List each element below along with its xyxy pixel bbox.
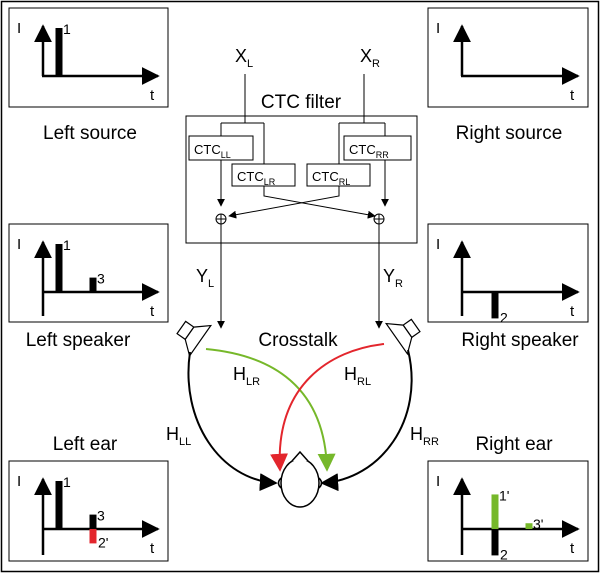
path-hrl-red [270,343,385,472]
plot-left-ear: It 1 3 2' [8,460,169,562]
impulse-label: 2' [98,534,108,550]
y-axis-label: I [17,20,21,37]
impulse-bar [491,292,499,319]
label-crosstalk: Crosstalk [258,330,338,351]
y-axis-label: I [436,20,440,37]
impulse-label: 3 [97,271,105,287]
impulse-bar [55,244,63,292]
label-right-ear: Right ear [475,434,553,455]
listener-head-icon [277,450,323,508]
y-axis-label: I [17,236,21,253]
impulse-label: 2 [500,309,508,325]
path-hrr-label: HRR [410,424,439,448]
impulse-label: 2 [500,546,508,562]
impulse-label: 3 [97,508,105,524]
x-axis-label: t [570,87,575,104]
impulse-label: 1 [63,21,71,37]
plot-frame [8,223,169,323]
filter-ctc-ll-label: CTCLL [194,142,231,160]
impulse-label: 1' [499,487,509,503]
y-axis-label: I [436,236,440,253]
impulse-label: 1 [63,474,71,490]
impulse-bar [89,277,97,292]
label-left-speaker: Left speaker [26,330,131,351]
plot-frame [427,7,589,108]
impulse-bar [491,494,499,529]
x-axis-label: t [150,540,155,557]
filter-ctc-rl [306,163,371,187]
filter-ctc-lr-label: CTCLR [237,169,276,187]
ctc-wiring [215,74,389,329]
label-left-source: Left source [43,123,137,144]
path-hll [187,351,278,492]
impulse-bar [491,529,499,556]
impulse-bar [89,529,97,544]
plot-right-speaker: It 2 [427,223,589,325]
filter-ctc-rr [343,135,412,161]
label-left-ear: Left ear [53,434,118,455]
plot-frame [8,460,169,562]
filter-ctc-ll [188,135,254,161]
x-axis-label: t [570,540,575,557]
x-axis-label: t [570,303,575,320]
path-hll-label: HLL [166,424,191,448]
plot-frame [427,460,589,562]
plot-right-source: It [427,7,589,108]
signal-xr: XR [360,46,380,70]
signal-yr: YR [383,266,403,290]
impulse-bar [525,523,533,529]
plot-frame [427,223,589,323]
impulse-label: 3' [533,516,543,532]
path-hlr-label: HLR [233,364,260,388]
plot-left-speaker: It 1 3 [8,223,169,323]
right-speaker-icon [384,318,421,356]
impulse-bar [55,481,63,529]
path-hrr [320,349,413,492]
plot-right-ear: It 1' 2 3' [427,460,589,562]
impulse-bar [89,514,97,529]
impulse-bar [55,28,63,76]
ctc-filter-box [185,115,418,244]
impulse-label: 1 [63,237,71,253]
path-hlr-green [205,348,336,472]
signal-xl: XL [235,46,253,70]
left-speaker-icon [176,320,213,358]
ctc-filter-title: CTC filter [261,92,342,113]
label-right-source: Right source [456,123,563,144]
y-axis-label: I [17,473,21,490]
x-axis-label: t [150,303,155,320]
x-axis-label: t [150,87,155,104]
signal-yl: YL [196,266,214,290]
filter-ctc-rl-label: CTCRL [312,169,350,187]
label-right-speaker: Right speaker [461,330,579,351]
plot-left-source: It 1 [8,7,169,108]
plot-frame [8,7,169,108]
path-hrl-label: HRL [344,364,371,388]
y-axis-label: I [436,473,440,490]
filter-ctc-rr-label: CTCRR [349,142,389,160]
filter-ctc-lr [231,163,296,187]
